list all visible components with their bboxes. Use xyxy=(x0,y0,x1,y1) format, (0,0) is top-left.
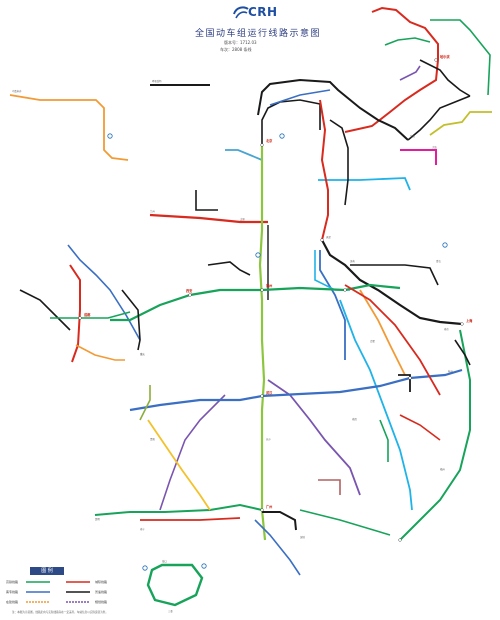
label-kunming: 昆明 xyxy=(95,517,100,521)
label-xian: 西安 xyxy=(186,288,193,293)
line-west-black-1 xyxy=(195,190,218,211)
crh-logo-icon xyxy=(233,6,249,19)
line-beijing-shenyang xyxy=(257,78,409,141)
legend-item-1: 高铁线路 xyxy=(6,580,19,584)
label-fuzhou: 福州 xyxy=(440,467,445,471)
legend-item-4: 普速线路 xyxy=(95,590,108,594)
line-west-purple xyxy=(159,394,226,511)
station-dots xyxy=(78,58,464,542)
label-changsha: 长沙 xyxy=(266,437,271,441)
line-harbin-north xyxy=(344,6,439,133)
label-zhengzhou: 郑州 xyxy=(265,283,272,288)
label-shanghai: 上海 xyxy=(466,318,473,323)
train-count-label: 车次：2808 条线 xyxy=(220,47,252,52)
line-central-orange xyxy=(359,289,406,376)
legend-item-6: 规划线路 xyxy=(95,600,108,604)
line-west-green-2 xyxy=(50,311,131,319)
line-northwest-orange xyxy=(9,94,129,161)
line-shanghai-chengdu-blue xyxy=(129,368,463,412)
label-shenyang: 沈阳 xyxy=(410,134,415,138)
line-east-green-coast xyxy=(399,329,471,541)
line-south-red xyxy=(140,517,241,521)
line-hefei-purple xyxy=(267,379,361,496)
label-qingdao: 青岛 xyxy=(436,259,441,263)
label-hangzhou: 杭州 xyxy=(448,369,453,373)
footnote: 注：本图为示意图，线路走向与实际线路存在一定差异，车站信息以实际运营为准。 xyxy=(12,611,108,614)
line-south-olive xyxy=(139,385,151,421)
line-south-yellow xyxy=(147,419,211,511)
line-beijing-guangzhou xyxy=(258,145,267,541)
line-east-red xyxy=(344,284,441,396)
line-hainan-ring xyxy=(146,563,204,607)
line-xianyang-cyan xyxy=(225,149,263,161)
line-central-blue-1 xyxy=(319,250,346,360)
legend-lines xyxy=(26,581,90,603)
label-chengdu: 成都 xyxy=(84,312,91,317)
line-west-black-3 xyxy=(121,289,141,351)
line-xian-black xyxy=(207,261,251,276)
line-guangzhou-green xyxy=(94,503,263,516)
label-lanzhou: 兰州 xyxy=(150,209,155,213)
line-beijing-shanghai xyxy=(321,239,463,326)
label-urumqi: 乌鲁木齐 xyxy=(12,89,22,93)
label-tianjin: 天津 xyxy=(326,235,331,239)
line-west-black-2 xyxy=(19,289,71,331)
page-title: 全国动车组运行线路示意图 xyxy=(195,29,322,39)
line-lanzhou-red xyxy=(149,213,268,224)
label-shenzhen: 深圳 xyxy=(300,535,305,539)
line-east-black-coast xyxy=(398,374,411,392)
line-north-blue xyxy=(269,89,331,106)
crh-logo-text: CRH xyxy=(248,5,278,19)
label-nanning: 南宁 xyxy=(140,527,145,531)
line-chengdu-orange xyxy=(75,344,125,361)
line-ne-green-1 xyxy=(384,37,431,46)
line-ne-green-2 xyxy=(430,19,491,96)
label-wuhan: 武汉 xyxy=(266,390,273,395)
label-sanya: 三亚 xyxy=(168,609,173,613)
line-xuzhou-lanzhou xyxy=(110,283,401,322)
line-ne-cyan xyxy=(318,177,411,191)
line-south-green-3 xyxy=(379,419,389,462)
legend-item-5: 在建线路 xyxy=(6,600,19,604)
map-markers xyxy=(107,133,448,571)
label-taiyuan: 太原 xyxy=(240,217,245,221)
label-beijing: 北京 xyxy=(266,138,273,143)
legend-item-3: 客专线路 xyxy=(6,590,19,594)
legend-item-2: 城际线路 xyxy=(95,580,108,584)
label-dalian: 大连 xyxy=(432,145,437,149)
line-ne-black-2 xyxy=(407,95,471,141)
line-east-red-2 xyxy=(399,414,441,441)
label-hohhot: 呼和浩特 xyxy=(152,79,162,83)
line-chengdu-red xyxy=(69,264,81,363)
version-label: 版本号：1712.03 xyxy=(224,40,257,45)
label-haikou: 海口 xyxy=(162,559,167,563)
line-east-black-3 xyxy=(454,339,471,366)
legend-heading: 图 例 xyxy=(30,567,64,575)
label-hefei: 合肥 xyxy=(370,339,375,343)
label-guiyang: 贵阳 xyxy=(150,437,155,441)
label-jinan: 济南 xyxy=(350,259,355,263)
line-ne-olive xyxy=(429,111,492,136)
line-east-black-2 xyxy=(350,264,439,286)
line-south-black xyxy=(262,511,297,531)
line-ne-purple xyxy=(399,65,421,81)
line-north-black-3 xyxy=(329,119,349,206)
line-south-brown xyxy=(318,479,341,495)
label-nanjing: 南京 xyxy=(444,327,449,331)
label-chongqing: 重庆 xyxy=(140,352,145,356)
line-ne-pink xyxy=(400,149,437,165)
line-south-blue xyxy=(254,519,301,576)
label-guangzhou: 广州 xyxy=(266,504,272,509)
line-north-red-1 xyxy=(319,99,329,241)
line-south-green-2 xyxy=(299,509,391,536)
label-nanchang: 南昌 xyxy=(352,417,357,421)
line-shanghai-kunming xyxy=(339,299,413,511)
label-harbin: 哈尔滨 xyxy=(440,54,450,59)
line-ne-black-1 xyxy=(419,59,471,97)
